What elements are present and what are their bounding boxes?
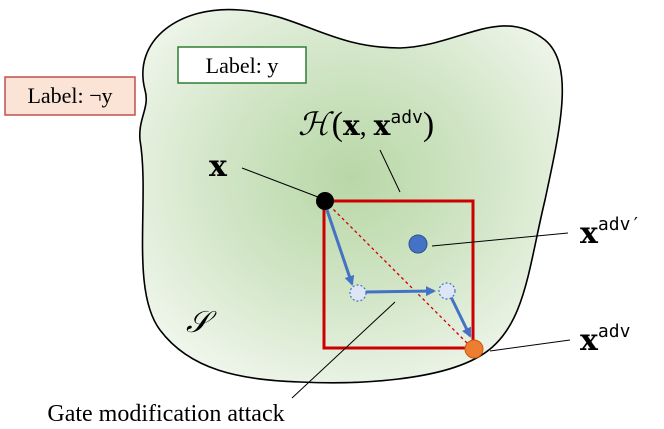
label-y-box: [177, 46, 307, 84]
path-arrow-2: [365, 286, 436, 297]
hull-x2: x: [374, 109, 391, 142]
hull-pointer-line: [379, 149, 401, 193]
x-point: [316, 192, 334, 210]
x-adv-prime-label: xadv′: [580, 214, 641, 251]
hull-box: [322, 199, 475, 350]
path-arrow-1: [325, 209, 355, 286]
x-adv-point: [464, 339, 484, 359]
attack-pointer-line: [291, 301, 396, 399]
x-adv-sup: adv: [598, 321, 631, 342]
x-adv-label: xadv: [580, 321, 630, 358]
intermediate-node-2: [438, 282, 456, 300]
hull-comma: ,: [360, 111, 374, 142]
x-adv-prime-point: [408, 234, 428, 254]
hull-adv-sup: adv: [390, 107, 423, 128]
direct-diagonal: [324, 200, 474, 350]
hull-x: x: [343, 109, 360, 142]
hull-close-paren: ): [423, 106, 434, 143]
hull-open-paren: (: [332, 106, 343, 143]
x-adv-pointer-line: [489, 339, 571, 352]
hull-label: ℋ(x, xadv): [298, 106, 434, 143]
label-not-y-box: [4, 76, 136, 116]
x-pointer-line: [241, 167, 319, 198]
label-not-y-text: Label: ¬y: [27, 83, 112, 108]
region-s: [139, 8, 564, 384]
x-adv-prime-sup: adv′: [598, 214, 641, 235]
label-y-text: Label: y: [206, 53, 279, 78]
x-adv-prime-base: x: [580, 216, 599, 251]
attack-caption: Gate modification attack: [47, 401, 284, 427]
path-arrow-3: [449, 296, 472, 338]
x-adv-base: x: [580, 323, 599, 358]
intermediate-node-1: [349, 284, 367, 302]
hull-symbol: ℋ: [298, 106, 334, 142]
x-adv-prime-pointer-line: [431, 232, 569, 247]
x-label: x: [209, 149, 228, 184]
